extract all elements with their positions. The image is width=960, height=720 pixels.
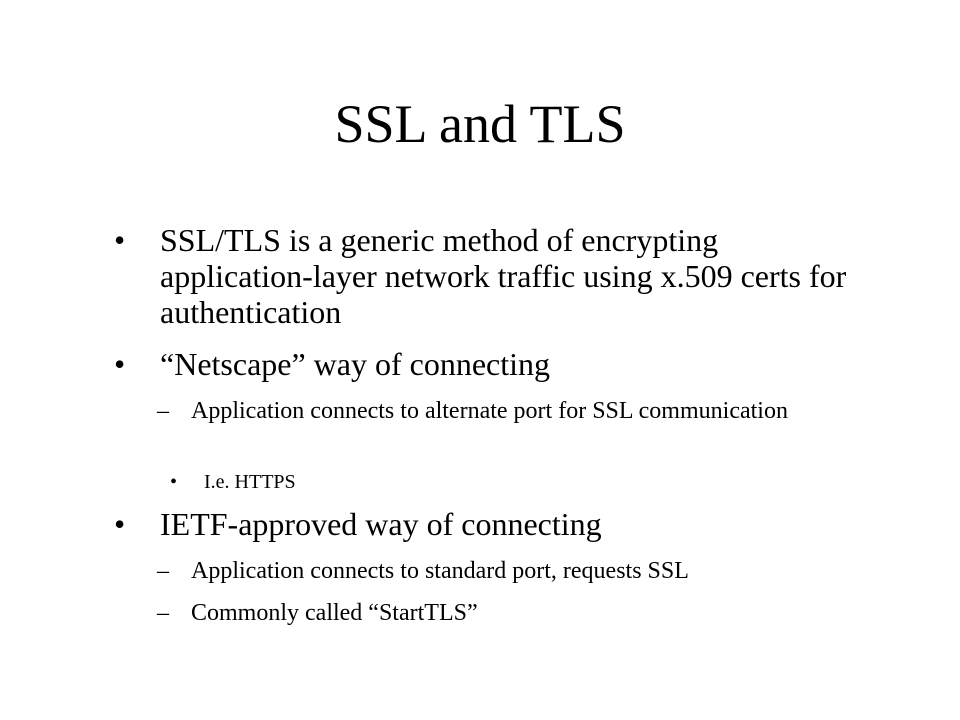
bullet-marker: • [114, 222, 126, 258]
bullet-item: • “Netscape” way of connecting [114, 346, 874, 382]
sub-bullet-item: – Application connects to standard port,… [157, 557, 837, 585]
bullet-item: • SSL/TLS is a generic method of encrypt… [114, 222, 874, 330]
sub-bullet-text: Application connects to standard port, r… [191, 558, 689, 584]
sub-bullet-text: Commonly called “StartTLS” [191, 600, 478, 626]
bullet-item: • IETF-approved way of connecting [114, 506, 874, 542]
bullet-marker: • [170, 471, 178, 493]
dash-marker: – [157, 558, 169, 584]
bullet-marker: • [114, 346, 126, 382]
dash-marker: – [157, 398, 169, 424]
bullet-text: IETF-approved way of connecting [160, 506, 602, 542]
sub-bullet-item: – Application connects to alternate port… [157, 397, 837, 425]
bullet-marker: • [114, 506, 126, 542]
sub-sub-bullet-text: I.e. HTTPS [204, 471, 296, 493]
dash-marker: – [157, 600, 169, 626]
bullet-text: “Netscape” way of connecting [160, 346, 551, 382]
slide-title: SSL and TLS [334, 94, 626, 154]
sub-bullet-text: Application connects to alternate port f… [191, 398, 788, 424]
sub-sub-bullet-item: • I.e. HTTPS [170, 470, 770, 494]
bullet-text: SSL/TLS is a generic method of encryptin… [160, 222, 847, 330]
sub-bullet-item: – Commonly called “StartTLS” [157, 599, 837, 627]
